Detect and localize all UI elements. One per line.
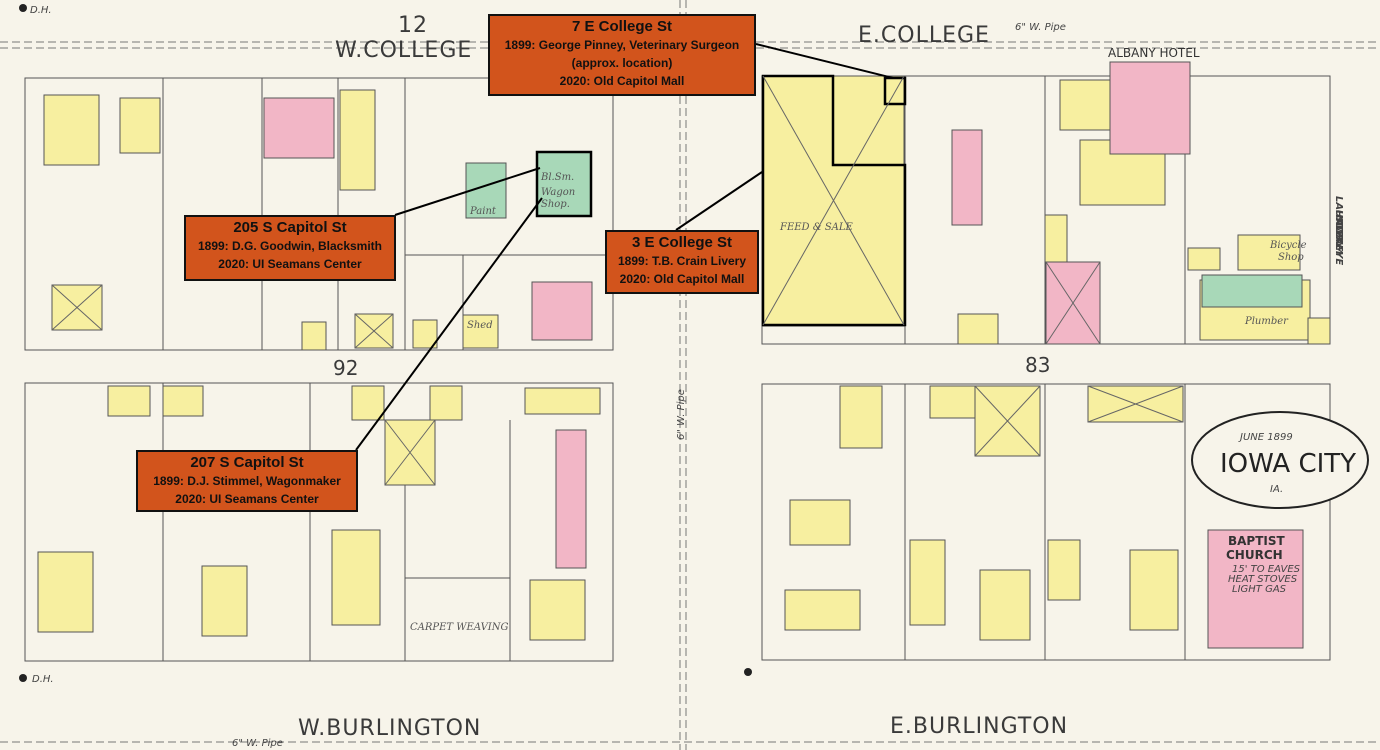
svg-text:LIGHT GAS: LIGHT GAS <box>1232 584 1287 595</box>
callout-line: 2020: UI Seamans Center <box>218 257 362 271</box>
svg-text:STEAM: STEAM <box>1333 216 1344 255</box>
shop-label: Shop. <box>541 199 570 210</box>
bicycle-shop-label: Shop <box>1278 252 1304 263</box>
callout-line: 2020: Old Capitol Mall <box>619 272 745 286</box>
callout-line: 1899: D.J. Stimmel, Wagonmaker <box>153 474 341 488</box>
paint-label: Paint <box>469 206 497 217</box>
bicycle-label: Bicycle <box>1269 240 1307 251</box>
block-number-83: 83 <box>1025 353 1050 377</box>
svg-text:HEAT STOVES: HEAT STOVES <box>1228 574 1298 585</box>
svg-text:JUNE 1899: JUNE 1899 <box>1238 432 1293 443</box>
brick-buildings <box>263 61 1304 649</box>
block-number-92: 92 <box>333 356 358 380</box>
callout-line: 1899: George Pinney, Veterinary Surgeon <box>504 38 740 52</box>
x-marks <box>51 75 1184 486</box>
street-e-burlington: E.BURLINGTON <box>890 714 1068 739</box>
callout-207-s-capitol[interactable]: 207 S Capitol St 1899: D.J. Stimmel, Wag… <box>136 450 358 512</box>
dh-label-bottom: D.H. <box>32 674 54 685</box>
callout-line: 2020: UI Seamans Center <box>175 492 319 506</box>
svg-text:15' TO EAVES: 15' TO EAVES <box>1232 564 1301 575</box>
callout-7-e-college[interactable]: 7 E College St 1899: George Pinney, Vete… <box>488 14 756 96</box>
wagon-label: Wagon <box>541 187 575 198</box>
block-outlines <box>24 75 1331 662</box>
street-w-college: W.COLLEGE <box>335 38 472 63</box>
laundry-label: HAWKEYE <box>1333 210 1344 265</box>
shed-label: Shed <box>467 320 493 331</box>
svg-text:HAWKEYE: HAWKEYE <box>1333 210 1344 265</box>
callout-3-e-college[interactable]: 3 E College St 1899: T.B. Crain Livery 2… <box>605 230 759 294</box>
svg-text:CHURCH: CHURCH <box>1226 548 1283 562</box>
callout-line: 1899: D.G. Goodwin, Blacksmith <box>197 239 383 253</box>
baptist-church: BAPTIST CHURCH 15' TO EAVES HEAT STOVES … <box>1226 534 1301 595</box>
svg-text:LAUNDRY: LAUNDRY <box>1333 196 1344 250</box>
pipe-label-bottom: 6" W. Pipe <box>232 738 283 749</box>
callout-title: 7 E College St <box>571 18 673 35</box>
svg-text:IOWA CITY: IOWA CITY <box>1220 449 1356 479</box>
pipe-label-middle: 6" W. Pipe <box>676 389 687 440</box>
dh-label-top: D.H. <box>30 5 52 16</box>
plumber-label: Plumber <box>1244 316 1289 327</box>
callout-title: 207 S Capitol St <box>190 454 304 471</box>
pipe-label-top: 6" W. Pipe <box>1015 22 1066 33</box>
callout-line: 1899: T.B. Crain Livery <box>617 254 747 268</box>
svg-text:BAPTIST: BAPTIST <box>1228 534 1286 548</box>
callout-205-s-capitol[interactable]: 205 S Capitol St 1899: D.G. Goodwin, Bla… <box>184 215 396 281</box>
callout-line: 2020: Old Capitol Mall <box>559 74 685 88</box>
sheet-number: 12 <box>398 13 428 38</box>
cartouche: JUNE 1899 IOWA CITY IA. <box>1191 411 1369 509</box>
callout-title: 205 S Capitol St <box>233 219 347 236</box>
callout-title: 3 E College St <box>631 234 733 251</box>
feed-sale-label: FEED & SALE <box>779 222 854 233</box>
albany-hotel-label: ALBANY HOTEL <box>1108 46 1200 60</box>
street-e-college: E.COLLEGE <box>858 23 990 48</box>
leader-lines <box>355 43 894 451</box>
blacksmith-label: Bl.Sm. <box>540 172 574 183</box>
street-w-burlington: W.BURLINGTON <box>298 716 481 741</box>
svg-text:IA.: IA. <box>1270 484 1283 495</box>
carpet-label: CARPET WEAVING <box>410 622 509 633</box>
callout-line: (approx. location) <box>571 56 673 70</box>
